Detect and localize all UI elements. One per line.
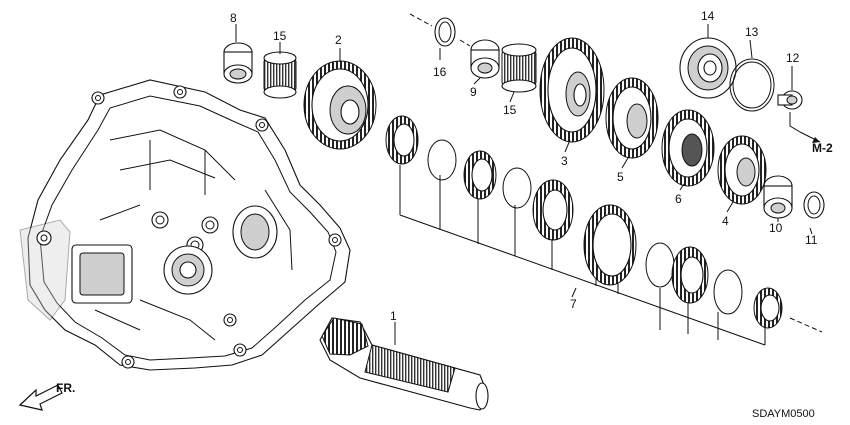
callout-8: 8 (230, 11, 237, 25)
callout-5: 5 (617, 170, 624, 184)
collar-part-9 (470, 39, 500, 79)
callout-6: 6 (675, 192, 682, 206)
snap-ring-part-16 (434, 17, 456, 47)
washer-part-11 (803, 191, 825, 219)
needle-bearing-part-15-right (501, 43, 537, 93)
gear-part-6 (661, 109, 715, 187)
collar-part-10 (763, 175, 793, 219)
gear-part-3 (539, 37, 605, 143)
snap-ring-part-13 (729, 58, 775, 112)
callout-13: 13 (745, 25, 759, 39)
gear-part-2 (303, 60, 377, 150)
callout-7: 7 (570, 297, 577, 311)
callout-15-left: 15 (273, 29, 287, 43)
gear-part-5 (605, 77, 659, 159)
callout-16: 16 (433, 65, 447, 79)
gear-part-4 (717, 135, 767, 205)
callout-labels: 8 15 2 16 9 15 3 5 6 4 14 13 12 10 11 7 … (230, 9, 818, 323)
callout-3: 3 (561, 154, 568, 168)
synchro-group-part-7 (385, 115, 823, 346)
section-reference-label: M-2 (812, 141, 833, 155)
bolt-part-12 (777, 90, 803, 110)
mainshaft-part-1 (319, 317, 489, 411)
callout-4: 4 (722, 214, 729, 228)
front-direction-label: FR. (56, 381, 75, 395)
callout-14: 14 (701, 9, 715, 23)
callout-9: 9 (470, 85, 477, 99)
section-reference-arrow: M-2 (789, 112, 833, 155)
callout-12: 12 (786, 51, 800, 65)
ball-bearing-part-14 (679, 37, 737, 99)
front-direction-arrow: FR. (18, 381, 75, 411)
transmission-housing (19, 79, 351, 371)
callout-11: 11 (805, 233, 818, 247)
needle-bearing-part-15-left (263, 51, 297, 99)
callout-1: 1 (390, 309, 397, 323)
bearing-part-8 (223, 42, 253, 84)
leader-lines (235, 13, 813, 345)
callout-2: 2 (335, 33, 342, 47)
callout-10: 10 (769, 221, 783, 235)
diagram-reference-code: SDAYM0500 (752, 408, 815, 420)
callout-15-right: 15 (503, 103, 517, 117)
